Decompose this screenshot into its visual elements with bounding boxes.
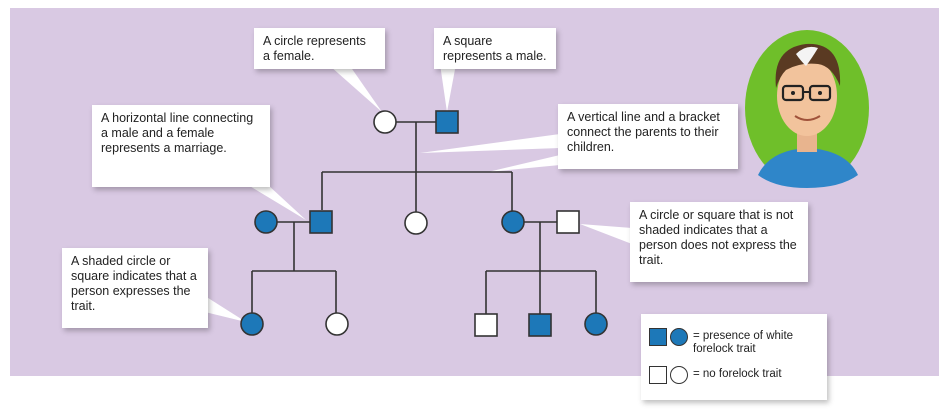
character-avatar	[745, 30, 869, 188]
pedigree-individuals	[240, 110, 608, 337]
gen2-male-shaded	[309, 210, 333, 234]
avatar-hair	[775, 43, 841, 88]
legend-presence-label: = presence of white forelock trait	[693, 330, 794, 355]
legend-unshaded-square-icon	[649, 366, 667, 384]
avatar-eye-right	[818, 91, 822, 95]
pedigree-lines	[251, 121, 597, 314]
avatar-neck	[797, 132, 817, 152]
gen3-female-shaded	[240, 312, 264, 336]
pointer-marriage	[248, 185, 306, 220]
avatar-shirt	[758, 148, 858, 188]
pointer-square-male	[440, 64, 456, 112]
callout-circle-female: A circle represents a female.	[254, 28, 385, 69]
legend: = presence of white forelock trait = no …	[641, 314, 827, 400]
legend-absence-label: = no forelock trait	[693, 368, 782, 380]
pointer-not-shaded	[580, 224, 632, 244]
gen1-female-unshaded	[373, 110, 397, 134]
legend-row-absence: = no forelock trait	[649, 366, 782, 384]
gen2-female-shaded-spouse	[254, 210, 278, 234]
gen3-female-shaded-2	[584, 312, 608, 336]
pointer-bracket-1	[420, 134, 560, 153]
callout-shaded-trait: A shaded circle or square indicates that…	[62, 248, 208, 328]
avatar-white-forelock	[796, 46, 818, 66]
legend-shaded-circle-icon	[670, 328, 688, 346]
callout-not-shaded: A circle or square that is not shaded in…	[630, 202, 808, 282]
callout-marriage-line: A horizontal line connecting a male and …	[92, 105, 270, 187]
gen3-male-shaded	[528, 313, 552, 337]
gen2-female-unshaded	[404, 211, 428, 235]
callout-pointers	[205, 64, 632, 322]
legend-unshaded-circle-icon	[670, 366, 688, 384]
legend-row-presence: = presence of white forelock trait	[649, 328, 813, 356]
callout-square-male: A square represents a male.	[434, 28, 556, 69]
gen1-male-shaded	[435, 110, 459, 134]
avatar-eye-left	[791, 91, 795, 95]
avatar-face	[777, 56, 837, 136]
pointer-bracket-2	[488, 155, 560, 172]
callout-vertical-bracket: A vertical line and a bracket connect th…	[558, 104, 738, 169]
avatar-smile	[794, 115, 821, 121]
pointer-shaded	[205, 296, 246, 322]
legend-shaded-square-icon	[649, 328, 667, 346]
gen2-female-shaded	[501, 210, 525, 234]
pointer-circle-female	[330, 66, 382, 112]
gen2-male-unshaded-spouse	[556, 210, 580, 234]
gen3-female-unshaded	[325, 312, 349, 336]
gen3-male-unshaded	[474, 313, 498, 337]
